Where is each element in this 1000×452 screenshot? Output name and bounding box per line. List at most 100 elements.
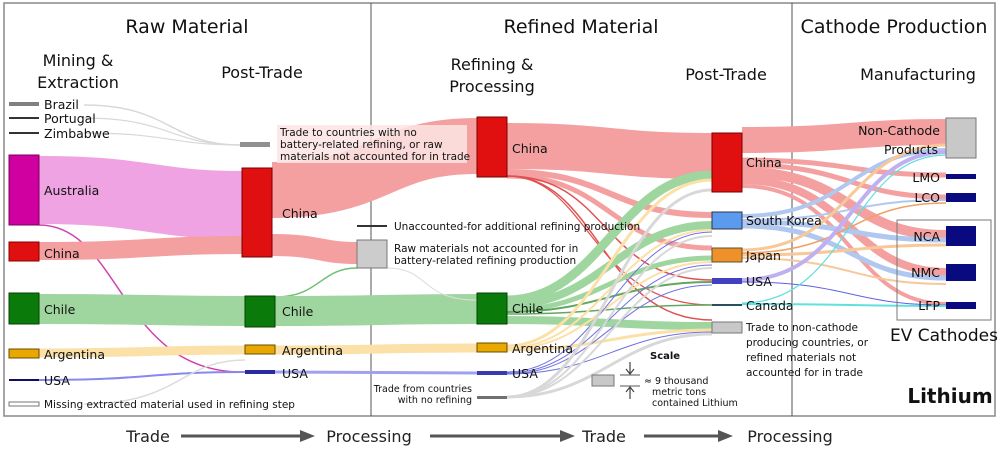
bottom-step-1: Trade [125, 427, 170, 446]
node-raw-not-accounted[interactable] [356, 239, 388, 269]
node-refining-china[interactable] [476, 116, 508, 178]
flow-ptchile-rawnotacc [274, 267, 358, 298]
node-refining-chile[interactable] [476, 292, 508, 325]
label-trade-from-2: with no refining [398, 395, 472, 406]
flow-missing [83, 359, 246, 405]
stage-post-trade-1: Post-Trade [221, 63, 303, 82]
node-unaccounted-additional[interactable] [357, 225, 387, 227]
flow-rarg-qchina [506, 178, 713, 348]
node-labels: Brazil Portugal Zimbabwe Australia China… [44, 97, 998, 411]
node-c-non-cathode[interactable] [945, 117, 977, 159]
label-lmo: LMO [912, 170, 940, 185]
flow-ptchina-rawnotacc [271, 234, 358, 264]
label-nca: NCA [913, 229, 940, 244]
flow-rusa-qkorea [506, 231, 713, 373]
node-mining-chile[interactable] [8, 292, 40, 325]
flow-ptchile-rchile [274, 294, 478, 326]
flow-qusa-lfp [741, 281, 947, 306]
node-pt-trade-no-refining[interactable] [240, 142, 270, 147]
flow-qcanada-noncathode [741, 154, 947, 304]
node-mining-portugal[interactable] [9, 117, 39, 119]
node-q-usa[interactable] [712, 278, 742, 284]
node-refining-no-refining[interactable] [477, 396, 507, 399]
label-trade-nc-3: refined materials not [746, 352, 856, 364]
scale-line-1: ≈ 9 thousand [644, 376, 708, 387]
node-c-lco[interactable] [946, 193, 976, 202]
label-raw-not-acc-1: Raw materials not accounted for in [394, 243, 578, 255]
node-mining-usa[interactable] [9, 379, 39, 381]
label-trade-no-ref-2: battery-related refining, or raw [280, 139, 443, 151]
label-portugal: Portugal [44, 111, 96, 126]
flow-zimbabwe [83, 132, 241, 146]
flow-chile-chile [38, 294, 246, 326]
label-china-mining: China [44, 246, 80, 261]
node-mining-missing[interactable] [8, 401, 40, 407]
bottom-step-3: Trade [581, 427, 626, 446]
label-nmc: NMC [911, 265, 940, 280]
section-title-raw: Raw Material [125, 16, 248, 38]
node-mining-australia[interactable] [8, 154, 40, 226]
node-q-japan[interactable] [711, 247, 743, 263]
bottom-step-2: Processing [326, 427, 411, 446]
node-mining-argentina[interactable] [8, 348, 40, 359]
flow-rchile-qchina [506, 170, 713, 305]
flow-china-china [38, 236, 243, 260]
flow-qchina-nca [741, 167, 947, 240]
node-q-canada[interactable] [712, 304, 742, 306]
section-title-refined: Refined Material [503, 16, 658, 38]
node-c-lfp[interactable] [946, 302, 976, 309]
flow-rchile-qcanada [506, 304, 713, 315]
flow-rchina-qcanada [506, 175, 713, 306]
label-trade-nc-1: Trade to non-cathode [745, 322, 858, 334]
label-usa-mining: USA [44, 373, 70, 388]
node-mining-brazil[interactable] [9, 102, 39, 106]
bottom-step-4: Processing [747, 427, 832, 446]
flow-rarg-qjapan [506, 261, 713, 350]
flow-rusa-qusa [506, 284, 713, 375]
label-raw-not-acc-2: battery-related refining production [394, 255, 576, 267]
stage-refining-1: Refining & [451, 55, 534, 74]
label-china-q: China [746, 155, 782, 170]
node-pt-china[interactable] [241, 167, 273, 258]
label-china-post-trade: China [282, 206, 318, 221]
flow-noref-qchina [506, 188, 713, 399]
headings: Raw Material Refined Material Cathode Pr… [37, 16, 987, 96]
flow-rchile-qjapan [506, 255, 713, 313]
node-q-trade-non-cathode[interactable] [711, 321, 743, 334]
flow-rusa-qjapan [506, 264, 713, 374]
node-c-nca[interactable] [946, 226, 976, 246]
flow-qcanada-lfp [741, 303, 947, 307]
node-pt-usa[interactable] [245, 370, 275, 374]
label-brazil: Brazil [44, 97, 79, 112]
node-q-china[interactable] [711, 132, 743, 193]
stage-post-trade-2: Post-Trade [685, 65, 767, 84]
flow-qkorea-nca [741, 219, 947, 243]
scale-line-3: contained Lithium [652, 398, 738, 409]
node-refining-usa[interactable] [477, 371, 507, 375]
node-c-lmo[interactable] [946, 174, 976, 179]
node-pt-argentina[interactable] [244, 344, 276, 355]
flow-qkorea-noncathode [741, 148, 947, 218]
label-non-cathode-1: Non-Cathode [858, 123, 940, 138]
node-pt-chile[interactable] [244, 295, 276, 328]
flow-rawnotacc-grey [386, 267, 478, 301]
label-usa-refining: USA [512, 366, 538, 381]
flow-rchina-qchina [506, 123, 713, 179]
label-south-korea: South Korea [746, 213, 822, 228]
flow-qchina-noncathode [741, 119, 947, 153]
scale-arrow-down-icon [625, 362, 635, 375]
label-ev-cathodes: EV Cathodes [890, 326, 998, 346]
scale-arrow-up-icon [625, 386, 635, 399]
node-c-nmc[interactable] [946, 264, 976, 281]
node-refining-argentina[interactable] [476, 342, 508, 353]
flow-noref-qkorea [506, 235, 713, 398]
node-mining-zimbabwe[interactable] [9, 132, 39, 134]
node-mining-china[interactable] [8, 241, 40, 262]
flow-qchina-nmc [741, 176, 947, 276]
flow-noref-qjapan [506, 267, 713, 398]
ev-cathodes-box [896, 219, 992, 321]
flow-qjapan-nca [741, 243, 947, 257]
node-q-south-korea[interactable] [711, 211, 743, 230]
diagram-frame [3, 2, 996, 417]
scale-swatch [591, 374, 615, 387]
